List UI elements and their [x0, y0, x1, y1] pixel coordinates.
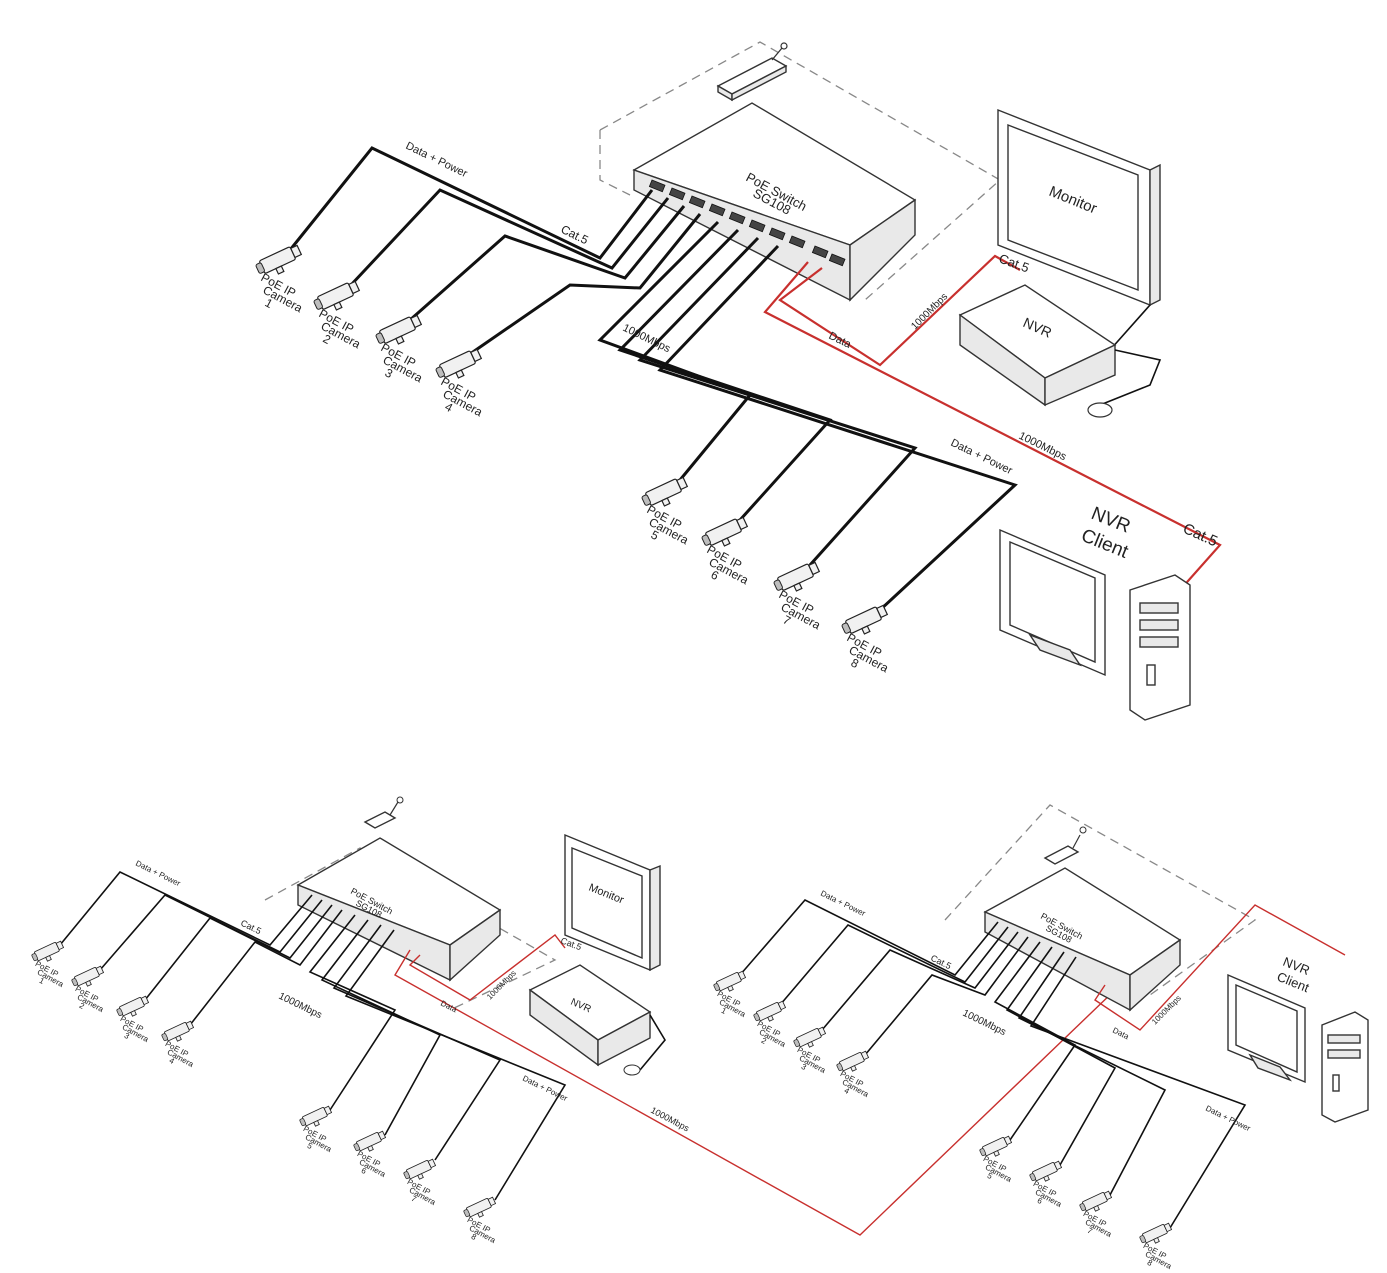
top-network: PoE Switch SG108 Monitor — [253, 41, 1222, 721]
camera-label-num: 7 — [781, 612, 794, 628]
bottom-left-label-1000-switch: 1000Mbps — [277, 991, 324, 1021]
camera-label-num: 5 — [986, 1171, 995, 1181]
bottom-left-cables — [59, 871, 567, 1201]
camera-label-num: 2 — [760, 1036, 769, 1046]
camera-label-num: 7 — [1086, 1226, 1095, 1236]
bottom-left-nvr: NVR — [528, 964, 666, 1076]
top-poe-switch: PoE Switch SG108 — [632, 102, 917, 302]
bottom-right-cables — [739, 899, 1247, 1229]
camera-label-num: 6 — [360, 1166, 369, 1176]
bottom-left-poe-switch: PoE Switch SG108 — [296, 837, 502, 982]
camera-label-num: 7 — [410, 1194, 419, 1204]
bottom-left-link-switch-to-nvr — [408, 934, 566, 1001]
top-label-data-power-left: Data + Power — [404, 140, 470, 180]
bottom-left-monitor: Monitor — [564, 833, 661, 972]
top-link-switch-to-client — [763, 261, 1222, 591]
top-red-links — [763, 254, 1222, 591]
camera-label-num: 3 — [800, 1062, 809, 1072]
top-cables-cameras-1-4 — [288, 146, 702, 356]
bottom-right-label-1000-switch: 1000Mbps — [961, 1008, 1008, 1038]
camera-label-num: 8 — [1146, 1258, 1155, 1268]
top-link-switch-to-nvr — [778, 254, 1021, 367]
bottom-left-label-data-power-right: Data + Power — [521, 1074, 569, 1104]
bottom-right-label-data: Data — [1111, 1026, 1131, 1042]
top-power-adapter-icon — [716, 42, 788, 102]
camera-label-num: 4 — [168, 1056, 177, 1066]
top-switch-enclosure-outline — [599, 41, 1002, 301]
bottom-left-network: PoE Switch SG108 Monitor NVR — [30, 796, 1116, 1245]
camera-label-num: 4 — [843, 1086, 852, 1096]
camera-label-num: 5 — [649, 527, 662, 543]
bottom-right-power-adapter-icon — [1043, 826, 1087, 865]
camera-label-num: 6 — [709, 567, 722, 583]
bottom-right-label-data-power-right: Data + Power — [1204, 1104, 1252, 1134]
top-label-data: Data — [827, 330, 854, 351]
bottom-right-network: PoE Switch SG108 NVR Client Data + Power — [712, 804, 1369, 1271]
camera-label-num: 3 — [123, 1031, 132, 1041]
bottom-left-link-to-right-nvr-client — [394, 949, 1116, 1236]
camera-label-num: 5 — [306, 1141, 315, 1151]
bottom-left-label-data-power-left: Data + Power — [134, 859, 182, 889]
camera-label-num: 3 — [383, 365, 396, 381]
camera-label-num: 6 — [1036, 1196, 1045, 1206]
top-monitor: Monitor — [997, 108, 1161, 351]
camera-label-num: 8 — [470, 1232, 479, 1242]
camera-label-num: 8 — [849, 655, 862, 671]
camera-label-num: 2 — [321, 331, 334, 347]
top-label-cat5-switch: Cat.5 — [559, 222, 591, 247]
top-label-data-power-right: Data + Power — [949, 437, 1015, 477]
top-nvr: NVR — [958, 284, 1162, 418]
bottom-right-poe-switch: PoE Switch SG108 — [983, 867, 1182, 1012]
camera-label-num: 1 — [38, 976, 47, 986]
camera-label-num: 2 — [78, 1001, 87, 1011]
top-label-cat5-client: Cat.5 — [1180, 520, 1220, 550]
bottom-right-link-switch-to-client — [1094, 904, 1346, 1031]
top-switch-ports — [648, 179, 846, 267]
bottom-left-power-adapter-icon — [363, 796, 404, 829]
bottom-right-nvr-client: NVR Client — [1227, 954, 1369, 1123]
camera-label-num: 1 — [263, 295, 276, 311]
top-nvr-client: NVR Client — [999, 503, 1191, 721]
bottom-right-label-data-power-left: Data + Power — [819, 889, 867, 919]
bottom-left-label-data: Data — [439, 999, 459, 1015]
camera-label-num: 4 — [443, 399, 456, 415]
top-label-1000-client: 1000Mbps — [1017, 430, 1069, 464]
camera-label-num: 1 — [720, 1006, 729, 1016]
top-label-1000-nvr: 1000Mbps — [909, 291, 950, 332]
top-cables-cameras-5-8 — [597, 220, 1018, 612]
bottom-right-label-1000-client: 1000Mbps — [1150, 994, 1183, 1027]
